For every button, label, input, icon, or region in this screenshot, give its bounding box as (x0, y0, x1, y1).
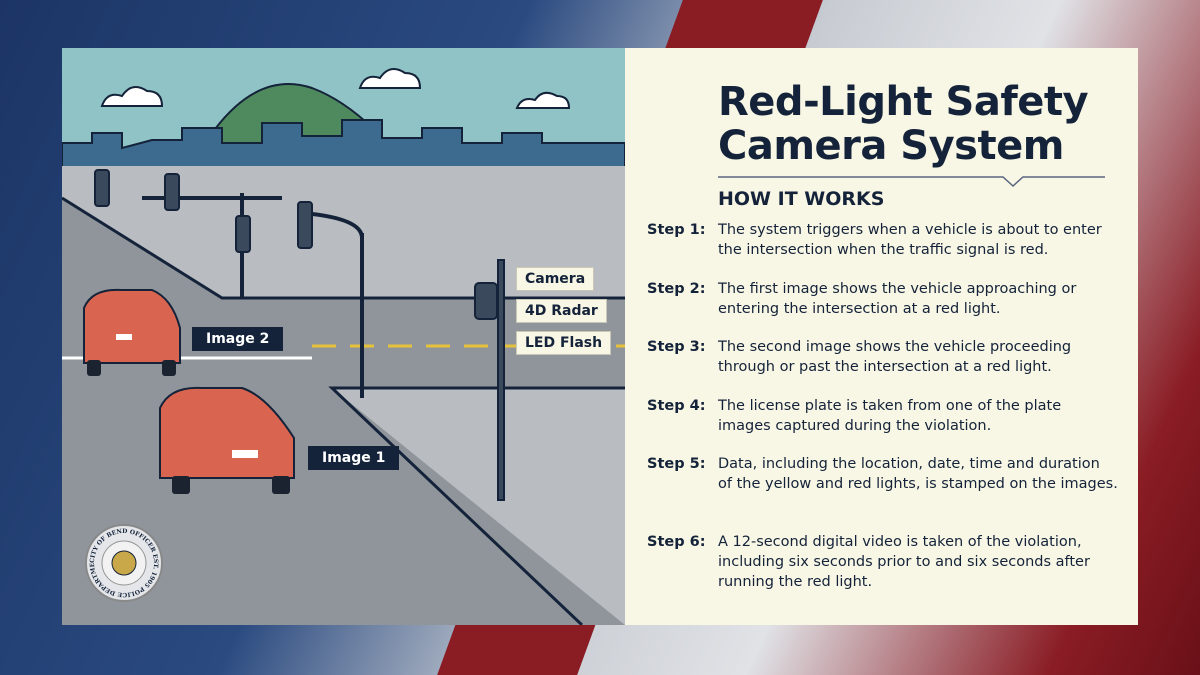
image-2-label: Image 2 (192, 327, 284, 351)
info-panel: Red-Light Safety Camera System HOW IT WO… (625, 48, 1138, 625)
led-flash-label: LED Flash (516, 331, 612, 355)
page-title: Red-Light Safety Camera System (718, 79, 1089, 169)
intersection-illustration: CITY OF BEND OFFICER EST. 1905 POLICE DE… (62, 48, 625, 625)
camera-label: Camera (516, 267, 595, 291)
section-heading: HOW IT WORKS (718, 188, 885, 210)
radar-label: 4D Radar (516, 299, 607, 323)
title-divider (718, 176, 1105, 188)
police-badge: CITY OF BEND OFFICER EST. 1905 POLICE DE… (84, 523, 163, 602)
image-1-label: Image 1 (308, 446, 400, 470)
